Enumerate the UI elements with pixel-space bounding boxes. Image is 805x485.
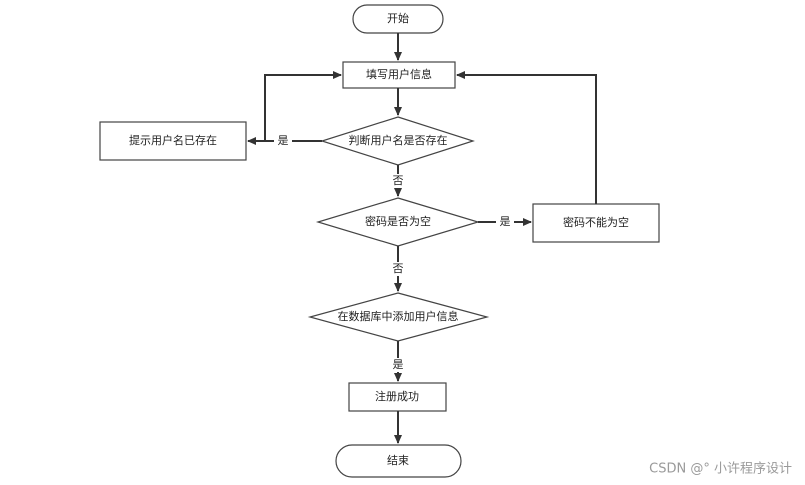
db-yes-label: 是 [393, 358, 404, 371]
check-password-label: 密码是否为空 [365, 214, 431, 228]
edge-password-loop [456, 71, 597, 204]
fill-info-label: 填写用户信息 [366, 67, 432, 81]
password-empty-node: 密码不能为空 [532, 203, 660, 243]
password-empty-label: 密码不能为空 [563, 215, 629, 229]
check-username-label: 判断用户名是否存在 [349, 133, 448, 147]
prompt-exists-node: 提示用户名已存在 [99, 121, 247, 161]
end-node: 结束 [335, 444, 462, 478]
password-no-label: 否 [393, 262, 404, 275]
username-yes-label: 是 [278, 134, 289, 147]
check-password-decision: 密码是否为空 [315, 197, 481, 247]
start-label: 开始 [387, 11, 409, 25]
register-success-node: 注册成功 [348, 382, 447, 412]
edge-prompt-loop [264, 71, 342, 141]
fill-info-node: 填写用户信息 [342, 61, 456, 89]
password-yes-label: 是 [500, 215, 511, 228]
register-success-label: 注册成功 [375, 389, 419, 403]
watermark: CSDN @° 小许程序设计 [649, 462, 792, 477]
prompt-exists-label: 提示用户名已存在 [129, 133, 217, 147]
start-node: 开始 [352, 4, 444, 34]
add-to-db-decision: 在数据库中添加用户信息 [307, 292, 490, 342]
end-label: 结束 [387, 454, 409, 467]
add-to-db-label: 在数据库中添加用户信息 [338, 309, 459, 323]
check-username-decision: 判断用户名是否存在 [320, 116, 475, 166]
username-no-label: 否 [393, 174, 404, 187]
